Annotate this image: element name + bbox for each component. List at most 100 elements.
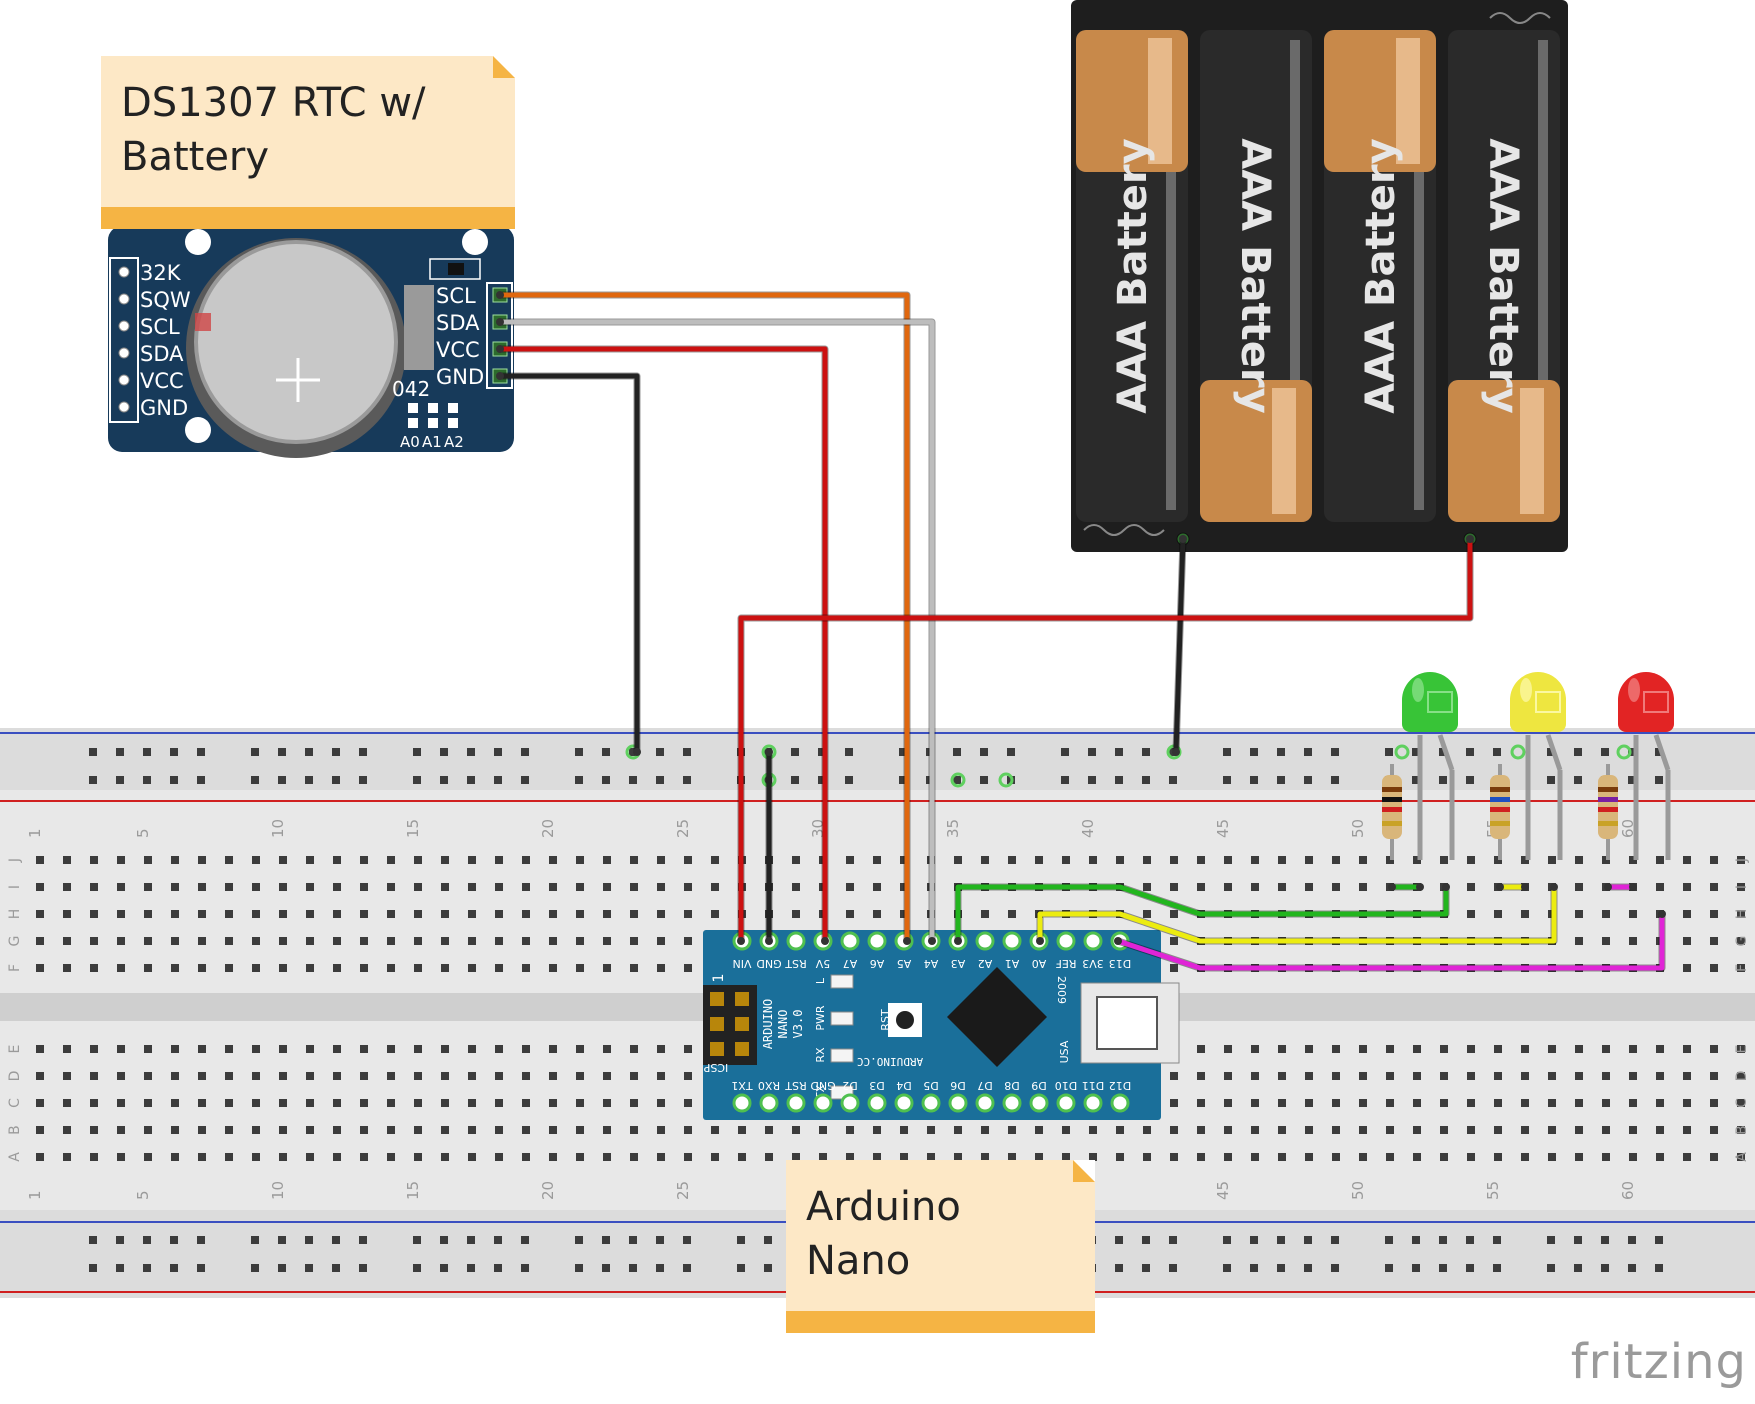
rail-hole[interactable] [1061, 776, 1069, 784]
breadboard-hole[interactable] [1386, 1099, 1394, 1107]
breadboard-hole[interactable] [1305, 1045, 1313, 1053]
breadboard-hole[interactable] [279, 856, 287, 864]
rail-hole[interactable] [683, 748, 691, 756]
breadboard-hole[interactable] [333, 856, 341, 864]
breadboard-hole[interactable] [198, 1072, 206, 1080]
breadboard-hole[interactable] [711, 910, 719, 918]
breadboard-hole[interactable] [225, 910, 233, 918]
breadboard-hole[interactable] [1116, 1126, 1124, 1134]
breadboard-hole[interactable] [684, 1072, 692, 1080]
wire-battery-negative[interactable] [1173, 536, 1186, 755]
breadboard-hole[interactable] [792, 1153, 800, 1161]
rail-hole[interactable] [278, 1264, 286, 1272]
breadboard-hole[interactable] [333, 1099, 341, 1107]
breadboard-hole[interactable] [684, 910, 692, 918]
breadboard-hole[interactable] [279, 1045, 287, 1053]
breadboard-hole[interactable] [981, 1126, 989, 1134]
breadboard-hole[interactable] [1035, 1126, 1043, 1134]
breadboard-hole[interactable] [1656, 1099, 1664, 1107]
breadboard-hole[interactable] [63, 1126, 71, 1134]
breadboard-hole[interactable] [36, 856, 44, 864]
rail-hole[interactable] [1412, 1236, 1420, 1244]
breadboard-hole[interactable] [36, 964, 44, 972]
breadboard-hole[interactable] [1440, 1045, 1448, 1053]
breadboard-hole[interactable] [1359, 1045, 1367, 1053]
breadboard-hole[interactable] [495, 1126, 503, 1134]
rail-hole[interactable] [602, 776, 610, 784]
breadboard-hole[interactable] [630, 910, 638, 918]
breadboard-hole[interactable] [603, 883, 611, 891]
rail-hole[interactable] [1304, 1264, 1312, 1272]
breadboard-hole[interactable] [225, 883, 233, 891]
wire-end[interactable] [821, 937, 829, 945]
nano-pin[interactable] [867, 931, 887, 951]
rail-hole[interactable] [278, 748, 286, 756]
rail-hole[interactable] [1115, 776, 1123, 784]
breadboard-hole[interactable] [333, 883, 341, 891]
rail-hole[interactable] [899, 748, 907, 756]
breadboard-hole[interactable] [1197, 1072, 1205, 1080]
wire-end[interactable] [765, 748, 773, 756]
breadboard-hole[interactable] [1143, 856, 1151, 864]
breadboard-hole[interactable] [360, 1045, 368, 1053]
breadboard-hole[interactable] [1575, 1153, 1583, 1161]
wire-end[interactable] [496, 345, 504, 353]
breadboard-hole[interactable] [360, 856, 368, 864]
breadboard-hole[interactable] [1116, 1153, 1124, 1161]
wire-green-led[interactable] [955, 884, 1449, 944]
breadboard-hole[interactable] [1737, 1072, 1745, 1080]
breadboard-hole[interactable] [981, 1153, 989, 1161]
rail-hole[interactable] [170, 1264, 178, 1272]
wire-end[interactable] [737, 937, 745, 945]
breadboard-hole[interactable] [36, 883, 44, 891]
wire-end[interactable] [496, 372, 504, 380]
rail-hole[interactable] [953, 776, 961, 784]
breadboard-hole[interactable] [1440, 1072, 1448, 1080]
icsp-pin[interactable] [710, 1042, 724, 1056]
breadboard-hole[interactable] [360, 937, 368, 945]
nano-pin[interactable] [1056, 931, 1076, 951]
breadboard-hole[interactable] [1602, 1099, 1610, 1107]
rail-hole[interactable] [1385, 748, 1393, 756]
breadboard-hole[interactable] [522, 1153, 530, 1161]
breadboard-hole[interactable] [468, 964, 476, 972]
breadboard-hole[interactable] [414, 856, 422, 864]
breadboard-hole[interactable] [468, 856, 476, 864]
breadboard-hole[interactable] [576, 910, 584, 918]
rail-hole[interactable] [764, 1236, 772, 1244]
breadboard-hole[interactable] [468, 883, 476, 891]
breadboard-hole[interactable] [630, 937, 638, 945]
rail-hole[interactable] [1628, 776, 1636, 784]
breadboard-hole[interactable] [1008, 1153, 1016, 1161]
breadboard-hole[interactable] [144, 910, 152, 918]
rail-hole[interactable] [1169, 1236, 1177, 1244]
rail-hole[interactable] [1277, 776, 1285, 784]
breadboard-hole[interactable] [468, 1099, 476, 1107]
breadboard-hole[interactable] [36, 937, 44, 945]
breadboard-hole[interactable] [1629, 1045, 1637, 1053]
rail-hole[interactable] [953, 748, 961, 756]
rail-hole[interactable] [521, 1236, 529, 1244]
breadboard-hole[interactable] [117, 1099, 125, 1107]
breadboard-hole[interactable] [90, 883, 98, 891]
breadboard-hole[interactable] [1710, 910, 1718, 918]
breadboard-hole[interactable] [1683, 1126, 1691, 1134]
rail-hole[interactable] [251, 748, 259, 756]
breadboard-hole[interactable] [36, 1126, 44, 1134]
wire-end[interactable] [496, 291, 504, 299]
nano-pin[interactable] [948, 1093, 968, 1113]
breadboard-hole[interactable] [1710, 1153, 1718, 1161]
breadboard-hole[interactable] [1521, 1072, 1529, 1080]
rail-hole[interactable] [1655, 748, 1663, 756]
breadboard-hole[interactable] [1089, 1126, 1097, 1134]
breadboard-hole[interactable] [198, 856, 206, 864]
breadboard-hole[interactable] [927, 1126, 935, 1134]
breadboard-hole[interactable] [792, 856, 800, 864]
breadboard-hole[interactable] [1629, 1072, 1637, 1080]
breadboard-hole[interactable] [441, 1045, 449, 1053]
breadboard-hole[interactable] [1548, 1072, 1556, 1080]
breadboard-hole[interactable] [522, 1126, 530, 1134]
wire-end[interactable] [1629, 883, 1637, 891]
rail-hole[interactable] [278, 776, 286, 784]
breadboard-hole[interactable] [1440, 1099, 1448, 1107]
